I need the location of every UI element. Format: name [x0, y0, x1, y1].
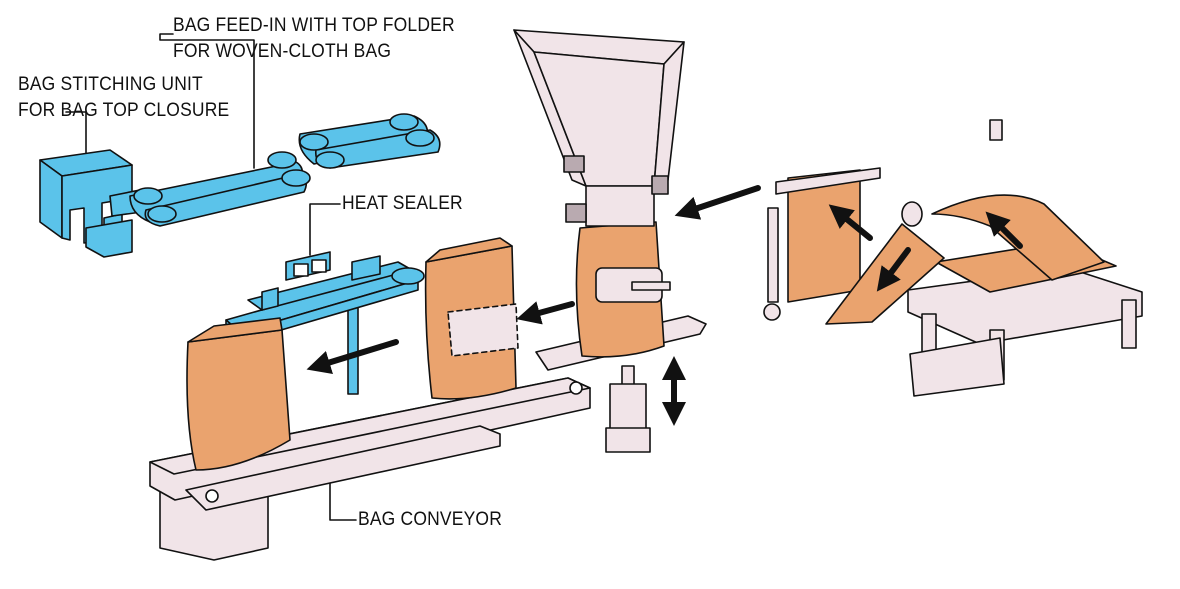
bag-icon: [186, 221, 665, 471]
label-bag-feed-in-line-2: FOR WOVEN-CLOTH BAG: [173, 41, 392, 62]
label-bag-stitching: BAG STITCHING UNIT FOR BAG TOP CLOSURE: [18, 72, 229, 124]
label-bag-conveyor: BAG CONVEYOR: [358, 509, 503, 530]
filling-hopper-icon: [513, 29, 685, 303]
label-bag-stitching-line-2: FOR BAG TOP CLOSURE: [18, 100, 230, 121]
label-bag-feed-in: BAG FEED-IN WITH TOP FOLDER FOR WOVEN-CL…: [173, 13, 455, 65]
label-bag-feed-in-line-1: BAG FEED-IN WITH TOP FOLDER: [173, 15, 455, 36]
flow-arrows: [306, 185, 1023, 374]
lift-cylinder: [605, 365, 651, 453]
bag-pickup-arm: [763, 167, 881, 321]
label-heat-sealer: HEAT SEALER: [342, 193, 463, 214]
stitching-unit-icon: [39, 149, 143, 258]
heat-sealer-icon: [221, 251, 425, 395]
bag-magazine-icon: [825, 119, 1143, 397]
label-bag-stitching-line-1: BAG STITCHING UNIT: [18, 74, 203, 95]
bag-feed-belt-icon: [129, 113, 441, 227]
